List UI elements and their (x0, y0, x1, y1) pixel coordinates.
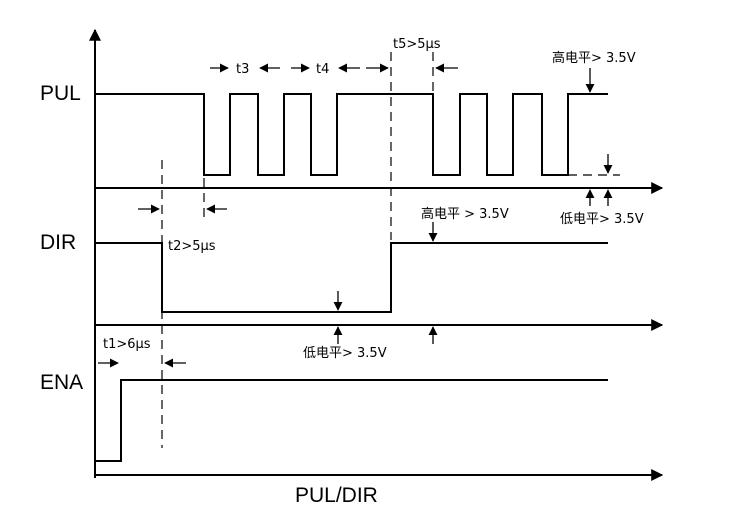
pul-low-level-label: 低电平> 3.5V (560, 212, 644, 227)
ena-signal-label: ENA (40, 371, 83, 394)
x-axis-label: PUL/DIR (295, 484, 378, 507)
t4-label: t4 (316, 62, 329, 77)
t2-label: t2>5μs (168, 239, 216, 254)
pul-waveform (95, 93, 608, 176)
t5-label: t5>5μs (393, 37, 441, 52)
dir-waveform (95, 242, 608, 313)
t1-label: t1>6μs (103, 337, 151, 352)
pul-high-level-label: 高电平> 3.5V (552, 50, 636, 66)
pul-signal-label: PUL (40, 82, 81, 105)
dir-signal-label: DIR (40, 231, 76, 254)
dir-high-level-label: 高电平 > 3.5V (421, 206, 509, 222)
ena-waveform (95, 379, 608, 462)
dir-low-level-label: 低电平> 3.5V (303, 346, 387, 361)
t3-label: t3 (236, 62, 249, 77)
